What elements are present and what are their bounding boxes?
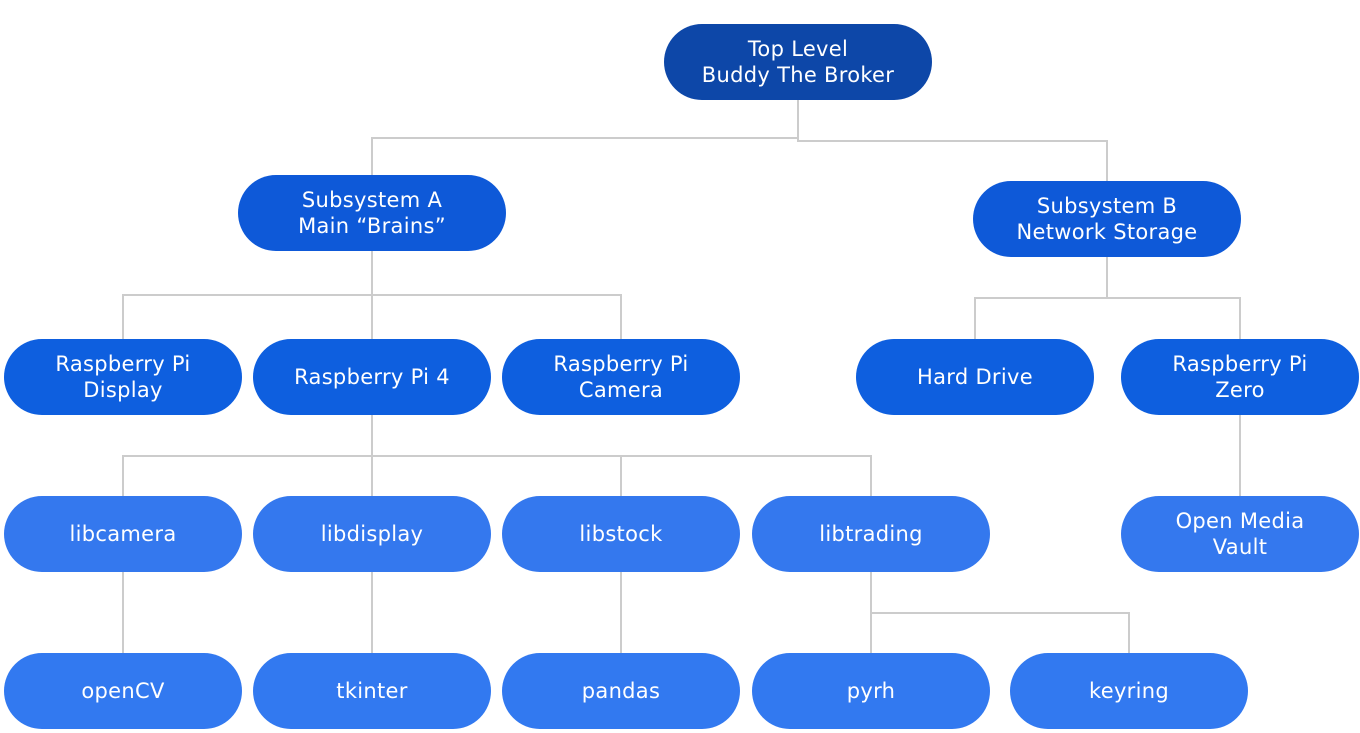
connector-top-to-subsystem_a (371, 100, 799, 175)
node-raspberry-pi-4: Raspberry Pi 4 (253, 339, 491, 415)
node-subsystem-b-label: Subsystem B Network Storage (1016, 194, 1198, 244)
connector-top-to-subsystem_b (797, 100, 1108, 181)
connector-rpi_4-to-libtrading (371, 415, 872, 496)
node-subsystem-a: Subsystem A Main “Brains” (238, 175, 506, 251)
node-libcamera: libcamera (4, 496, 242, 572)
node-top-level: Top Level Buddy The Broker (664, 24, 932, 100)
node-pyrh-label: pyrh (846, 679, 896, 703)
node-pyrh: pyrh (752, 653, 990, 729)
node-open-media-vault: Open Media Vault (1121, 496, 1359, 572)
node-keyring-label: keyring (1089, 679, 1169, 703)
node-libcamera-label: libcamera (69, 522, 177, 546)
connector-subsystem_b-to-rpi_zero (1106, 257, 1241, 339)
node-subsystem-b: Subsystem B Network Storage (973, 181, 1241, 257)
connector-libtrading-to-keyring (870, 572, 1130, 653)
connector-rpi_4-to-libcamera (122, 415, 373, 496)
connector-subsystem_b-to-hard_drive (974, 257, 1108, 339)
node-pandas: pandas (502, 653, 740, 729)
node-libstock: libstock (502, 496, 740, 572)
node-hard-drive-label: Hard Drive (917, 365, 1033, 389)
node-opencv: openCV (4, 653, 242, 729)
connector-subsystem_a-to-rpi_camera (371, 251, 622, 339)
node-libdisplay-label: libdisplay (320, 522, 424, 546)
node-libtrading: libtrading (752, 496, 990, 572)
node-hard-drive: Hard Drive (856, 339, 1094, 415)
node-raspberry-pi-zero-label: Raspberry Pi Zero (1172, 352, 1308, 402)
node-libstock-label: libstock (579, 522, 663, 546)
node-raspberry-pi-display: Raspberry Pi Display (4, 339, 242, 415)
connector-subsystem_a-to-rpi_display (122, 251, 373, 339)
node-raspberry-pi-display-label: Raspberry Pi Display (55, 352, 191, 402)
node-opencv-label: openCV (81, 679, 165, 703)
node-libtrading-label: libtrading (819, 522, 923, 546)
node-top-level-label: Top Level Buddy The Broker (701, 37, 895, 87)
node-subsystem-a-label: Subsystem A Main “Brains” (298, 188, 446, 238)
node-tkinter-label: tkinter (336, 679, 408, 703)
node-raspberry-pi-zero: Raspberry Pi Zero (1121, 339, 1359, 415)
node-raspberry-pi-4-label: Raspberry Pi 4 (294, 365, 450, 389)
node-keyring: keyring (1010, 653, 1248, 729)
node-libdisplay: libdisplay (253, 496, 491, 572)
node-pandas-label: pandas (581, 679, 661, 703)
node-raspberry-pi-camera: Raspberry Pi Camera (502, 339, 740, 415)
node-open-media-vault-label: Open Media Vault (1175, 509, 1305, 559)
node-raspberry-pi-camera-label: Raspberry Pi Camera (553, 352, 689, 402)
node-tkinter: tkinter (253, 653, 491, 729)
